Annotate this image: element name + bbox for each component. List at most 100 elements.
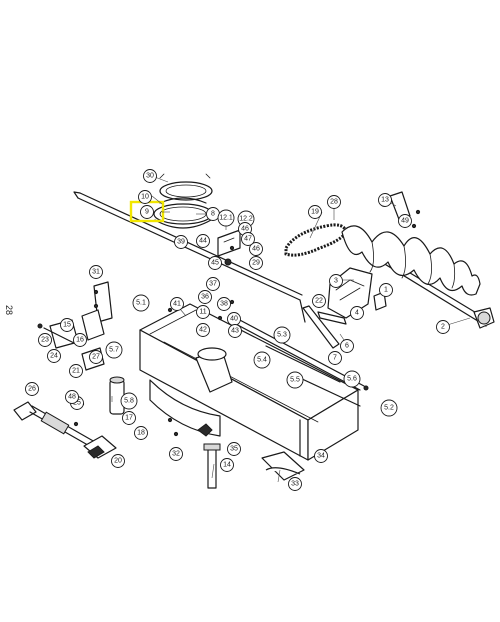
callout-circle [89, 350, 103, 364]
callout-circle [138, 190, 152, 204]
callout-17: 17 [122, 411, 136, 425]
callout-label: 44 [199, 238, 207, 245]
callout-circle [350, 306, 364, 320]
callout-circle [249, 242, 263, 256]
callout-5-8: 5.8 [120, 392, 138, 410]
callout-31: 31 [89, 265, 103, 279]
callout-label: 8 [211, 211, 215, 218]
callout-circle [143, 169, 157, 183]
callout-label: 43 [231, 328, 239, 335]
callout-22: 22 [312, 294, 326, 308]
callout-32: 32 [169, 447, 183, 461]
callout-label: 5.3 [277, 332, 287, 339]
callout-16: 16 [73, 333, 87, 347]
callout-5-6: 5.6 [343, 370, 361, 388]
callout-30: 30 [143, 169, 157, 183]
blower-housing [139, 303, 359, 461]
callout-circle [249, 256, 263, 270]
callout-circle [73, 333, 87, 347]
callout-circle [217, 209, 235, 227]
callout-1: 1 [379, 283, 393, 297]
callout-label: 41 [173, 301, 181, 308]
callout-21: 21 [69, 364, 83, 378]
callout-5-2: 5.2 [380, 399, 398, 417]
callout-5-1: 5.1 [132, 294, 150, 312]
callout-circle [379, 283, 393, 297]
callout-label: 12.2 [239, 216, 253, 223]
callout-15: 15 [60, 318, 74, 332]
callout-label: 5.4 [257, 357, 267, 364]
callout-label: 15 [63, 322, 71, 329]
callout-label: 21 [72, 368, 80, 375]
callout-29a: 29 [249, 256, 263, 270]
callout-circle [122, 411, 136, 425]
callout-8: 8 [206, 207, 220, 221]
callout-circle [208, 256, 222, 270]
callout-24: 24 [47, 349, 61, 363]
drive-chain [284, 223, 348, 257]
callout-circle [60, 318, 74, 332]
callout-40: 40 [227, 312, 241, 326]
callout-label: 49 [401, 218, 409, 225]
callout-circle [241, 232, 255, 246]
page-number: 28 [4, 305, 14, 315]
callout-label: 27 [92, 354, 100, 361]
callout-43: 43 [228, 324, 242, 338]
callout-5-5: 5.5 [286, 371, 304, 389]
callout-circle [327, 195, 341, 209]
callout-33: 33 [288, 477, 302, 491]
callout-18: 18 [134, 426, 148, 440]
callout-label: 24 [50, 353, 58, 360]
callout-label: 46 [241, 226, 249, 233]
callout-label: 14 [223, 462, 231, 469]
callout-20: 20 [111, 454, 125, 468]
callout-6: 6 [340, 339, 354, 353]
callout-28: 28 [327, 195, 341, 209]
callout-circle [196, 305, 210, 319]
callout-circle [253, 351, 271, 369]
callout-label: 34 [317, 453, 325, 460]
callout-26: 26 [25, 382, 39, 396]
callout-4: 4 [350, 306, 364, 320]
callout-38a: 38 [217, 297, 231, 311]
callout-label: 5.1 [136, 300, 146, 307]
pto-driveshaft [13, 401, 117, 459]
callout-label: 1 [384, 287, 388, 294]
chute-ring-assembly [153, 173, 213, 229]
callout-12-1: 12.1 [217, 209, 235, 227]
callout-2: 2 [436, 320, 450, 334]
callout-label: 17 [125, 415, 133, 422]
callout-35: 35 [227, 442, 241, 456]
callout-42: 42 [196, 323, 210, 337]
callout-14: 14 [220, 458, 234, 472]
callout-circle [105, 341, 123, 359]
callout-circle [206, 277, 220, 291]
callout-circle [286, 371, 304, 389]
jack-stand [203, 443, 221, 489]
callout-circle [273, 326, 291, 344]
callout-circle [169, 447, 183, 461]
callout-10: 10 [138, 190, 152, 204]
callout-label: 16 [76, 337, 84, 344]
callout-circle [378, 193, 392, 207]
callout-27: 27 [89, 350, 103, 364]
callout-9: 9 [140, 205, 154, 219]
callout-label: 5.8 [124, 398, 134, 405]
callout-19: 19 [308, 205, 322, 219]
callout-11: 11 [196, 305, 210, 319]
callout-circle [132, 294, 150, 312]
callout-label: 13 [381, 197, 389, 204]
callout-48: 48 [65, 390, 79, 404]
callout-circle [47, 349, 61, 363]
callout-3: 3 [329, 274, 343, 288]
callout-circle [134, 426, 148, 440]
callout-label: 36 [201, 294, 209, 301]
skid-strap [302, 305, 347, 349]
callout-label: 9 [145, 209, 149, 216]
callout-circle [174, 235, 188, 249]
callout-label: 12.1 [219, 215, 233, 222]
lower-arm [37, 323, 77, 345]
auger-assembly [341, 191, 495, 329]
callout-circle [227, 442, 241, 456]
